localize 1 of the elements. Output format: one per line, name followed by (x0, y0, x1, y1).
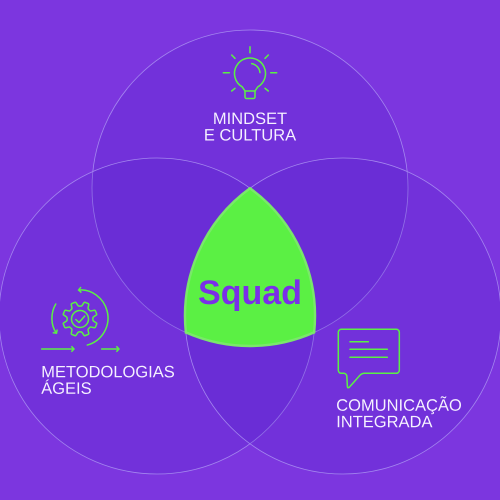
overlap-region: Squad (184, 187, 316, 348)
